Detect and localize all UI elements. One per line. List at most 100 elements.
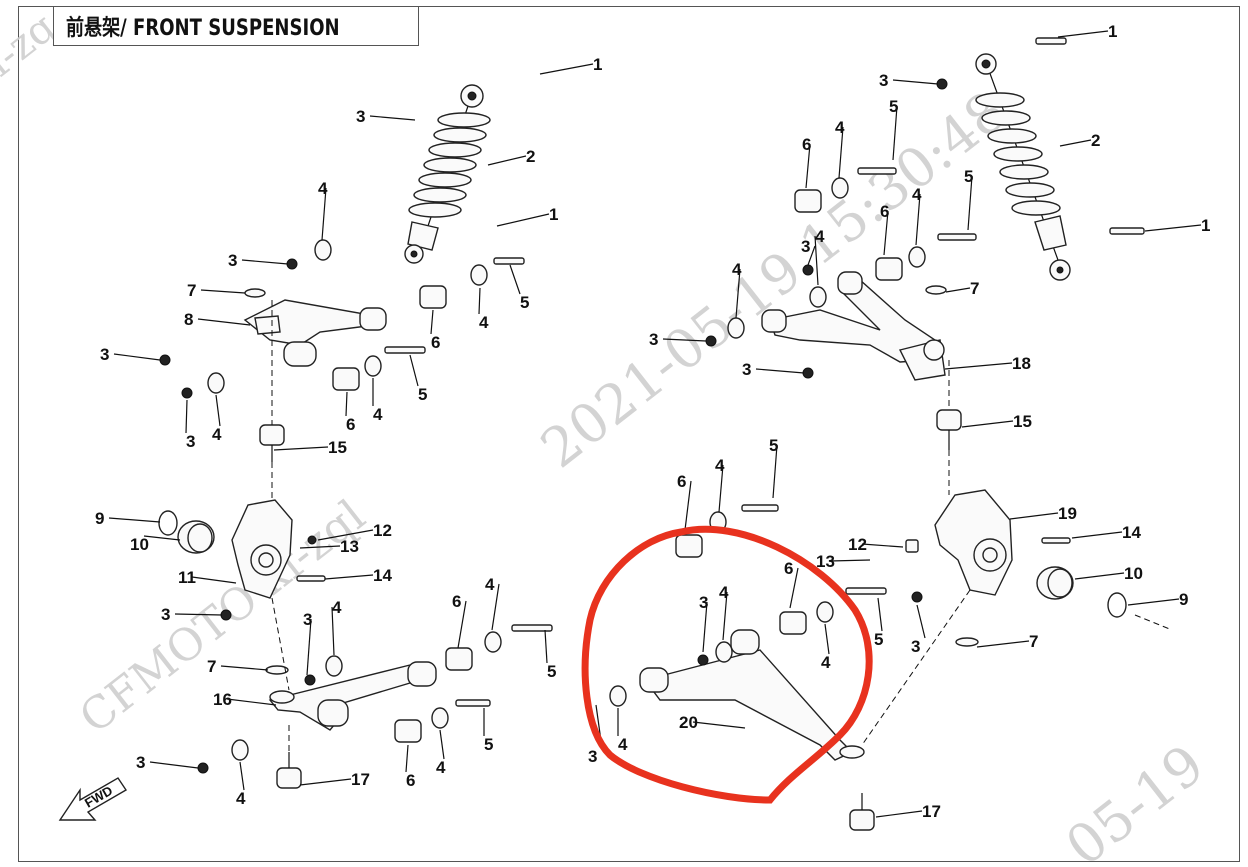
right-callout-1: 1 — [1201, 216, 1210, 235]
right-callout-6: 6 — [784, 559, 793, 578]
left-callout-13: 13 — [340, 537, 359, 556]
right-leader-line — [944, 362, 1013, 370]
left-upper-a-arm — [243, 299, 387, 367]
left-leader-line — [478, 287, 481, 315]
right-callout-12: 12 — [848, 535, 867, 554]
left-leader-line — [539, 63, 594, 75]
left-leader-line — [174, 613, 223, 616]
right-callout-3: 3 — [699, 593, 708, 612]
left-callout-4: 4 — [318, 179, 328, 198]
right-callout-3: 3 — [879, 71, 888, 90]
left-leader-line — [143, 535, 181, 541]
right-leader-line — [1009, 512, 1059, 520]
left-callout-14: 14 — [373, 566, 392, 585]
right-leader-line — [662, 338, 707, 342]
left-callout-9: 9 — [95, 509, 104, 528]
right-callout-5: 5 — [874, 630, 883, 649]
right-callout-3: 3 — [649, 330, 658, 349]
left-leader-line — [496, 213, 550, 227]
right-callout-4: 4 — [719, 583, 729, 602]
fwd-arrow-icon: FWD — [58, 777, 127, 821]
right-callout-18: 18 — [1012, 354, 1031, 373]
left-callout-3: 3 — [100, 345, 109, 364]
left-callout-6: 6 — [452, 592, 461, 611]
right-callout-4: 4 — [912, 185, 922, 204]
left-callout-4: 4 — [485, 575, 495, 594]
right-leader-line — [1144, 224, 1202, 232]
left-leader-line — [487, 155, 527, 166]
left-leader-line — [430, 309, 434, 335]
right-leader-line — [684, 480, 692, 531]
left-callout-17: 17 — [351, 770, 370, 789]
right-leader-line — [718, 464, 724, 513]
left-lower-a-arm — [197, 624, 553, 789]
right-dashed-guides — [861, 360, 1173, 746]
left-leader-line — [113, 353, 161, 361]
diagram-frame — [18, 6, 1240, 862]
right-callout-7: 7 — [1029, 632, 1038, 651]
right-leader-line — [1071, 531, 1123, 539]
left-callout-4: 4 — [479, 313, 489, 332]
left-callout-5: 5 — [520, 293, 529, 312]
right-callout-4: 4 — [715, 456, 725, 475]
left-leader-line — [220, 665, 269, 671]
right-leader-line — [967, 175, 973, 231]
right-callout-3: 3 — [801, 237, 810, 256]
left-callout-10: 10 — [130, 535, 149, 554]
left-leader-line — [200, 289, 246, 294]
right-callout-4: 4 — [815, 227, 825, 246]
right-leader-line — [877, 597, 883, 632]
left-callout-2: 2 — [526, 147, 535, 166]
right-leader-line — [916, 604, 926, 639]
title-box: 前悬架/ FRONT SUSPENSION — [53, 6, 419, 46]
left-leader-line — [273, 446, 329, 451]
right-leader-line — [824, 623, 830, 655]
left-callout-5: 5 — [484, 735, 493, 754]
left-leader-line — [197, 318, 251, 326]
right-callout-2: 2 — [1091, 131, 1100, 150]
right-callout-15: 15 — [1013, 412, 1032, 431]
left-callout-7: 7 — [187, 281, 196, 300]
right-leader-line — [875, 810, 923, 818]
right-leader-line — [861, 543, 904, 548]
left-callout-4: 4 — [212, 425, 222, 444]
left-leader-line — [331, 606, 335, 656]
left-leader-line — [299, 545, 341, 549]
left-callout-11: 11 — [178, 568, 196, 587]
right-leader-line — [838, 126, 844, 179]
right-leader-line — [883, 210, 889, 256]
left-callout-3: 3 — [161, 605, 170, 624]
left-leader-line — [491, 583, 500, 631]
page-title: 前悬架/ FRONT SUSPENSION — [66, 16, 340, 41]
right-leader-line — [1074, 572, 1125, 580]
right-callout-14: 14 — [1122, 523, 1141, 542]
left-callout-4: 4 — [373, 405, 383, 424]
right-upper-a-arm — [761, 271, 946, 381]
left-leader-line — [509, 264, 521, 295]
left-leader-line — [241, 259, 289, 265]
right-leader-line — [915, 193, 921, 246]
right-callout-6: 6 — [802, 135, 811, 154]
left-leader-line — [369, 115, 416, 121]
right-callout-1: 1 — [1108, 22, 1117, 41]
left-callout-3: 3 — [356, 107, 365, 126]
right-callout-4: 4 — [618, 735, 628, 754]
left-callout-3: 3 — [228, 251, 237, 270]
right-leader-line — [814, 235, 819, 286]
left-shock-absorber — [404, 84, 491, 264]
right-callout-5: 5 — [769, 436, 778, 455]
left-callout-16: 16 — [213, 690, 232, 709]
left-callout-12: 12 — [373, 521, 392, 540]
right-leader-line — [702, 601, 708, 653]
right-leader-line — [892, 79, 939, 85]
left-callout-4: 4 — [236, 789, 246, 808]
left-callout-8: 8 — [184, 310, 193, 329]
right-leader-line — [829, 559, 871, 562]
left-leader-line — [191, 576, 237, 584]
right-leader-line — [1127, 598, 1180, 606]
right-callout-5: 5 — [964, 167, 973, 186]
left-callout-5: 5 — [547, 662, 556, 681]
right-leader-line — [735, 268, 741, 319]
left-callout-4: 4 — [436, 758, 446, 777]
